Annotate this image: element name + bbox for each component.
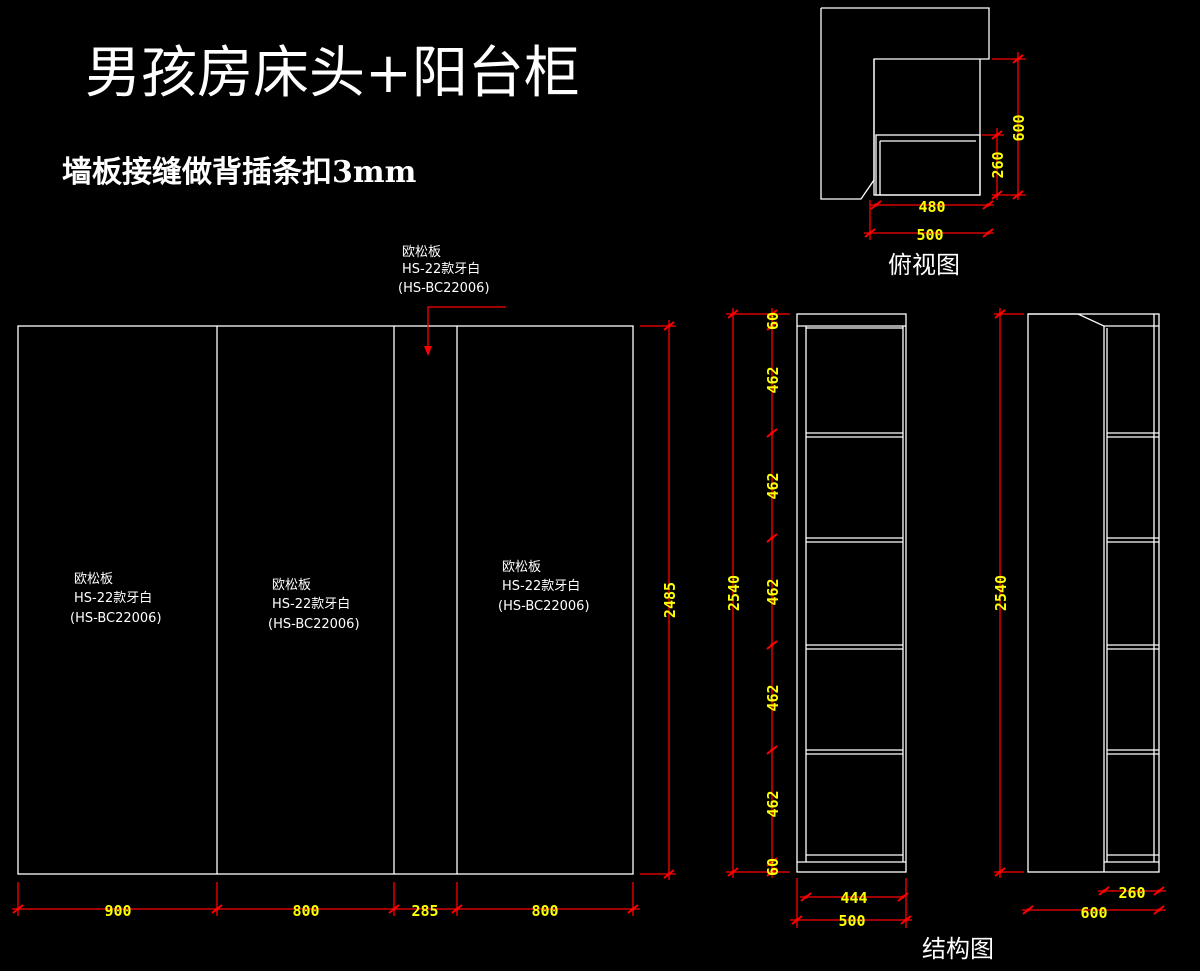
panel-label-2: 欧松板 HS-22款牙白 (HS-BC22006) (268, 578, 360, 632)
dim-top-drawer: 260 (989, 151, 1007, 178)
dim-width-1: 900 (104, 902, 131, 920)
panel-label-1: 欧松板 HS-22款牙白 (HS-BC22006) (70, 572, 162, 626)
svg-text:HS-22款牙白: HS-22款牙白 (272, 596, 350, 612)
dim-structure-outer-width: 500 (838, 912, 865, 930)
svg-text:(HS-BC22006): (HS-BC22006) (70, 611, 162, 626)
svg-text:(HS-BC22006): (HS-BC22006) (398, 281, 490, 296)
structure-caption: 结构图 (922, 935, 994, 963)
dim-top-outer-width: 500 (916, 226, 943, 244)
svg-text:欧松板: 欧松板 (502, 560, 541, 575)
panel-label-3: 欧松板 HS-22款牙白 (HS-BC22006) (498, 560, 590, 614)
dim-structure-height: 2540 (725, 575, 743, 611)
svg-text:欧松板: 欧松板 (272, 578, 311, 593)
dim-top-depth: 600 (1010, 114, 1028, 141)
svg-text:(HS-BC22006): (HS-BC22006) (268, 617, 360, 632)
top-view-dimensions: 480 500 600 260 (864, 52, 1028, 244)
dim-width-2: 800 (292, 902, 319, 920)
top-view-caption: 俯视图 (888, 251, 960, 279)
dim-width-3: 285 (411, 902, 438, 920)
dim-segment-4: 462 (764, 578, 782, 605)
dim-structure-inner-width: 444 (840, 889, 867, 907)
dim-segment-6: 462 (764, 790, 782, 817)
dim-segment-7: 60 (764, 858, 782, 876)
dim-side-depth: 600 (1080, 904, 1107, 922)
dim-segment-3: 462 (764, 472, 782, 499)
drawing-title: 男孩房床头+阳台柜 (85, 41, 580, 106)
svg-text:(HS-BC22006): (HS-BC22006) (498, 599, 590, 614)
elevation-width-dimensions: 900 800 285 800 (12, 882, 640, 920)
leader-label-top: 欧松板 HS-22款牙白 (HS-BC22006) (398, 245, 506, 356)
dim-side-height: 2540 (992, 575, 1010, 611)
structure-side-dimensions: 2540 260 600 (992, 308, 1166, 922)
elevation-height-dimension: 2485 (640, 320, 679, 880)
drawing-subtitle: 墙板接缝做背插条扣3mm (62, 155, 417, 190)
svg-text:欧松板: 欧松板 (402, 245, 441, 260)
dim-segment-2: 462 (764, 366, 782, 393)
svg-text:HS-22款牙白: HS-22款牙白 (502, 578, 580, 594)
svg-text:HS-22款牙白: HS-22款牙白 (402, 261, 480, 277)
dim-width-4: 800 (531, 902, 558, 920)
dim-side-shelf-depth: 260 (1118, 884, 1145, 902)
dim-segment-5: 462 (764, 684, 782, 711)
svg-text:欧松板: 欧松板 (74, 572, 113, 587)
svg-text:HS-22款牙白: HS-22款牙白 (74, 590, 152, 606)
dim-height: 2485 (661, 582, 679, 618)
structure-front-dimensions: 2540 60 462 462 462 462 462 60 444 500 (725, 308, 912, 930)
structure-front (796, 313, 907, 873)
dim-segment-1: 60 (764, 312, 782, 330)
wall-elevation (17, 325, 634, 875)
structure-side (1027, 313, 1160, 873)
dim-top-inner-width: 480 (918, 198, 945, 216)
top-view (820, 7, 990, 200)
